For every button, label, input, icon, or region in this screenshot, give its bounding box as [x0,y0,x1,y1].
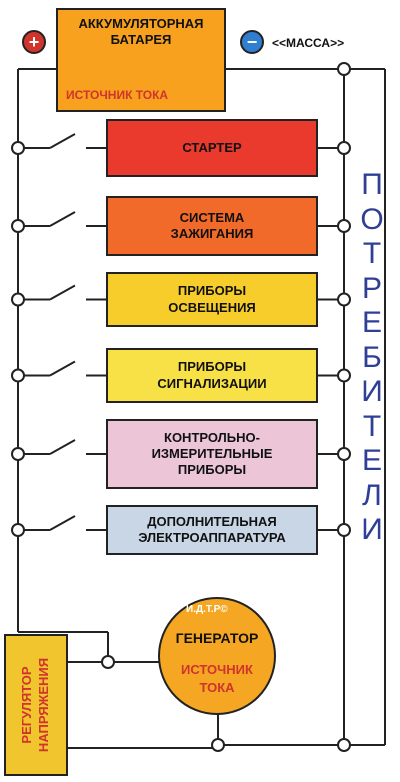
consumer-box: ПРИБОРЫ ОСВЕЩЕНИЯ [106,272,318,327]
switch-icon [49,439,76,455]
battery-box: АККУМУЛЯТОРНАЯ БАТАРЕЯ [56,8,226,112]
switch-icon [49,133,76,149]
generator-title: ГЕНЕРАТОР [175,630,259,646]
consumers-title-letter: И [361,513,383,546]
node-right [337,141,351,155]
switch-icon [49,515,76,531]
consumers-title-letter: О [360,202,384,236]
consumers-title-letter: Л [362,478,382,512]
node-left [11,523,25,537]
battery-title: АККУМУЛЯТОРНАЯ БАТАРЕЯ [78,16,204,48]
generator-mark: И.Д.Т.Р© [186,604,228,615]
consumer-box: КОНТРОЛЬНО- ИЗМЕРИТЕЛЬНЫЕ ПРИБОРЫ [106,419,318,489]
switch-icon [49,360,76,377]
consumer-box: СТАРТЕР [106,119,318,177]
consumers-title-letter: Т [362,237,382,270]
switch-icon [49,284,76,301]
consumer-label: ДОПОЛНИТЕЛЬНАЯ ЭЛЕКТРОАППАРАТУРА [138,513,286,545]
ground-label: <<МАССА>> [272,36,345,50]
generator [158,597,276,715]
consumer-label: СИСТЕМА ЗАЖИГАНИЯ [170,209,254,241]
node-left [11,219,25,233]
node-left [11,141,25,155]
generator-subtitle: ИСТОЧНИК ТОКА [181,662,253,695]
battery-subtitle: ИСТОЧНИК ТОКА [66,88,169,102]
minus-terminal-icon: − [240,30,264,54]
regulator-label: РЕГУЛЯТОР НАПРЯЖЕНИЯ [19,657,51,753]
plus-terminal-icon: + [22,30,46,54]
consumers-title-letter: И [361,375,383,408]
node-generator-ground [211,738,225,752]
consumer-box: СИСТЕМА ЗАЖИГАНИЯ [106,196,318,256]
consumers-title-letter: Е [361,306,382,339]
consumers-title-letter: Т [362,409,382,443]
consumers-title-letter: Б [362,340,382,374]
node-right [337,368,351,383]
consumers-title-letter: П [361,168,383,201]
node-left [11,447,25,461]
node-left [11,292,25,307]
node-right [337,219,351,233]
consumers-title-letter: Е [361,444,382,477]
consumers-title-letter: Р [361,271,382,305]
consumer-label: ПРИБОРЫ ОСВЕЩЕНИЯ [168,283,256,315]
node-right [337,292,351,307]
node-left [11,368,25,383]
switch-icon [49,211,76,227]
node-generator-feed [101,655,115,669]
consumer-box: ПРИБОРЫ СИГНАЛИЗАЦИИ [106,348,318,403]
node-ground-bottom [337,738,351,752]
consumer-box: ДОПОЛНИТЕЛЬНАЯ ЭЛЕКТРОАППАРАТУРА [106,505,318,555]
node-right [337,447,351,461]
voltage-regulator: РЕГУЛЯТОР НАПРЯЖЕНИЯ [4,634,68,776]
node-ground-top [337,62,351,76]
consumer-label: СТАРТЕР [182,139,242,155]
consumer-label: КОНТРОЛЬНО- ИЗМЕРИТЕЛЬНЫЕ ПРИБОРЫ [151,429,273,478]
node-right [337,523,351,537]
consumer-label: ПРИБОРЫ СИГНАЛИЗАЦИИ [157,359,267,391]
